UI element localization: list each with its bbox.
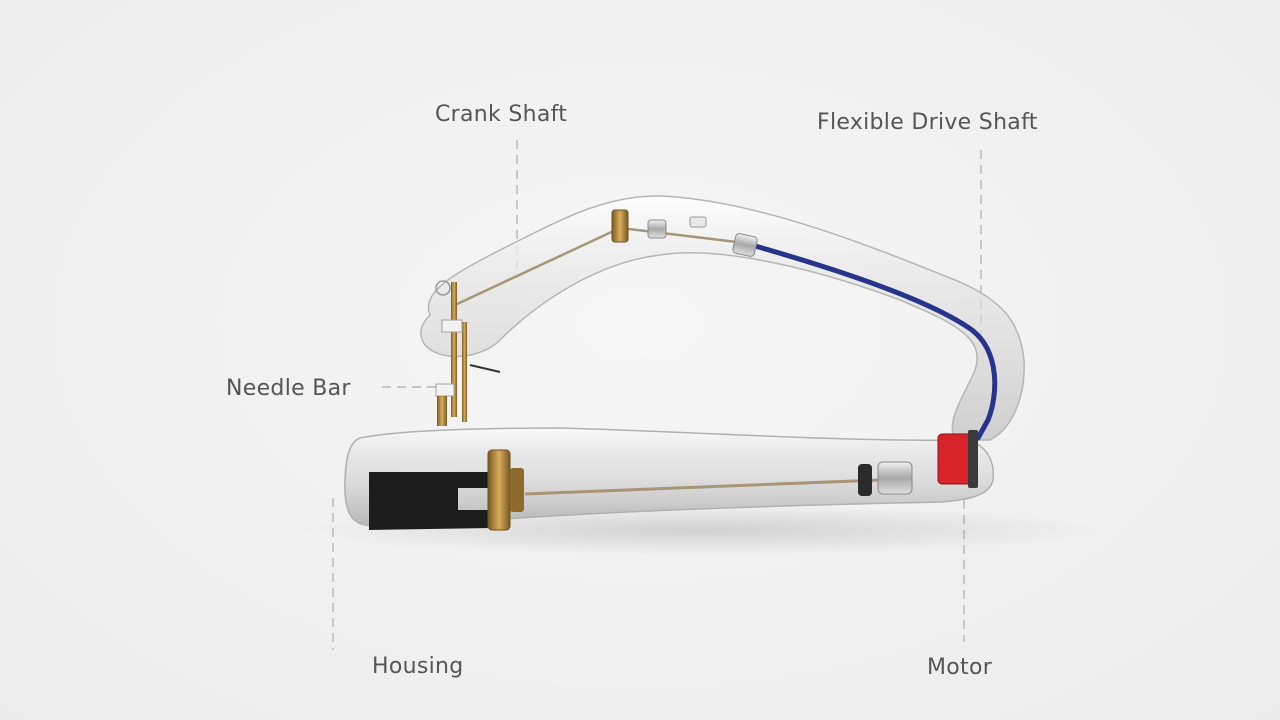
lower-drive-shaft (524, 478, 881, 496)
machine-arm (420, 195, 1025, 441)
motor-cap (968, 430, 978, 488)
label-housing: Housing (372, 654, 464, 679)
motor-coupling (877, 461, 913, 495)
lower-gear (487, 449, 511, 531)
needle-bar-left (451, 282, 457, 417)
needle-clamp (435, 383, 455, 397)
label-motor: Motor (927, 655, 993, 680)
motor-body (937, 433, 973, 485)
label-crank-shaft: Crank Shaft (435, 102, 568, 127)
shaft-connector (732, 233, 758, 257)
thread-guide (435, 280, 451, 296)
lever-arm (469, 364, 501, 373)
housing-block (369, 472, 492, 530)
upper-gear (611, 209, 629, 243)
lower-gear-hub (510, 468, 524, 512)
flexible-drive-shaft (745, 241, 998, 441)
crank-shaft-rod (454, 226, 621, 307)
motor-coupling-dark (858, 464, 872, 496)
needle-bar-block (441, 319, 463, 333)
needle-bar-right (462, 322, 467, 422)
label-flexible-drive-shaft: Flexible Drive Shaft (817, 110, 1038, 135)
upper-small-part (689, 216, 707, 228)
upper-coupling (647, 219, 667, 239)
label-needle-bar: Needle Bar (226, 376, 351, 401)
presser-foot (437, 396, 447, 426)
upper-shaft-rod (619, 226, 746, 245)
